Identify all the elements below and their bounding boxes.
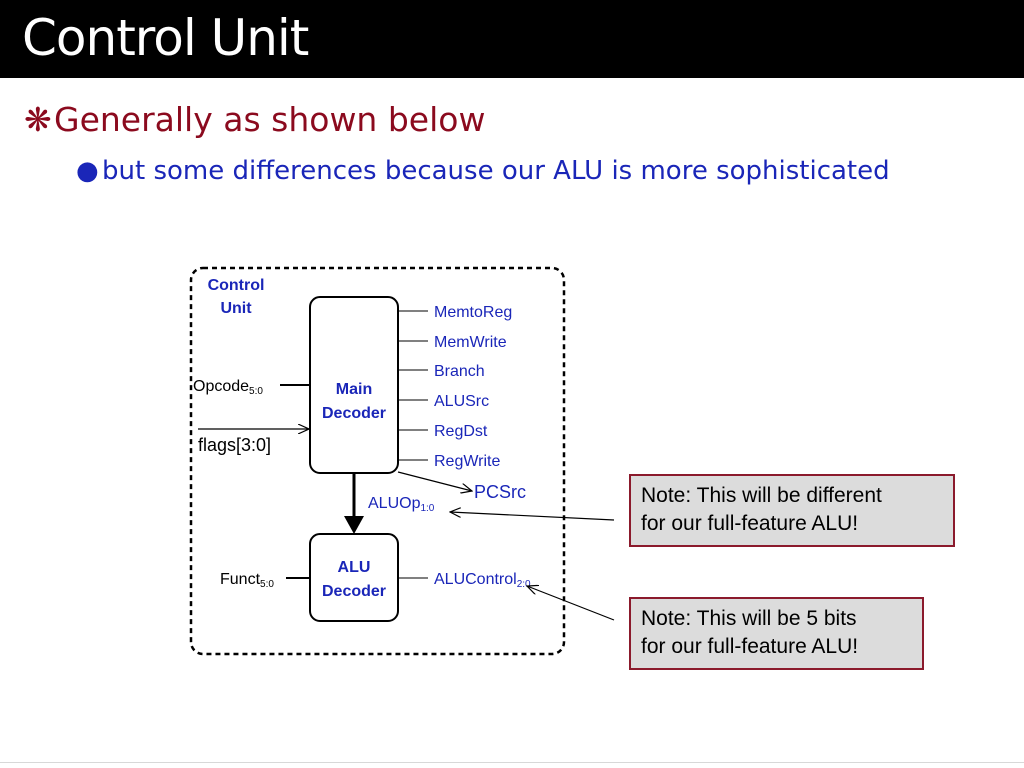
alucontrol-label: ALUControl2:0 (434, 571, 531, 590)
footer-rule (0, 762, 1024, 763)
control-unit-label-line1: Control (208, 277, 265, 294)
note-callout-different: Note: This will be different for our ful… (629, 474, 955, 547)
aluop-label: ALUOp1:0 (368, 495, 435, 514)
alu-decoder-label-line2: Decoder (322, 583, 386, 600)
note2-line1: Note: This will be 5 bits (641, 607, 857, 630)
note-callout-5bits: Note: This will be 5 bits for our full-f… (629, 597, 924, 670)
output-memtoreg: MemtoReg (434, 304, 512, 321)
note2-callout-arrow (527, 586, 615, 621)
note2-line2: for our full-feature ALU! (641, 635, 859, 658)
main-decoder-outputs: MemtoReg MemWrite Branch ALUSrc RegDst R… (398, 304, 512, 470)
bullet-level1: ❋Generally as shown below (24, 98, 485, 142)
output-regwrite: RegWrite (434, 453, 500, 470)
output-memwrite: MemWrite (434, 334, 507, 351)
note1-line2: for our full-feature ALU! (641, 512, 859, 535)
bullet-level2-text: but some differences because our ALU is … (102, 156, 890, 186)
dot-bullet-icon: ● (76, 156, 99, 186)
asterisk-bullet-icon: ❋ (24, 100, 52, 139)
title-bar (0, 0, 1024, 78)
flags-label: flags[3:0] (198, 435, 271, 455)
control-unit-boundary (189, 266, 566, 656)
main-decoder-label-line1: Main (336, 381, 372, 398)
output-alusrc: ALUSrc (434, 393, 489, 410)
alu-decoder-block (309, 533, 399, 622)
note1-line1: Note: This will be different (641, 484, 882, 507)
aluop-arrowhead (344, 516, 364, 534)
slide-title: Control Unit (22, 9, 309, 67)
opcode-label: Opcode5:0 (193, 378, 263, 397)
output-branch: Branch (434, 363, 485, 380)
output-regdst: RegDst (434, 423, 488, 440)
main-decoder-label-line2: Decoder (322, 405, 386, 422)
pcsrc-arrow (397, 471, 472, 491)
bullet-level2: ●but some differences because our ALU is… (76, 152, 890, 190)
note1-callout-arrow (450, 512, 615, 521)
pcsrc-label: PCSrc (474, 482, 526, 502)
bullet-level1-text: Generally as shown below (54, 100, 486, 139)
control-unit-label-line2: Unit (220, 300, 252, 317)
alu-decoder-label-line1: ALU (338, 559, 371, 576)
funct-label: Funct5:0 (220, 571, 274, 590)
